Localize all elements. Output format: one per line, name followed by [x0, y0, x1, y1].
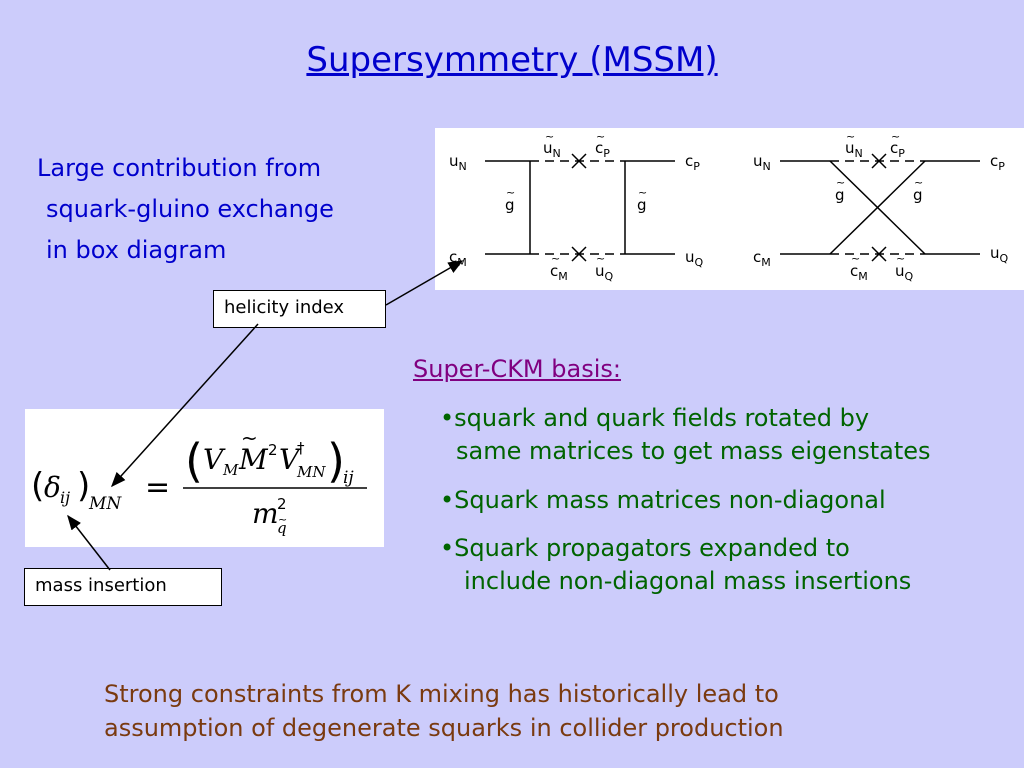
box-diagram-panel: uN cP cM uQ uN cP cM uQ g g uN cP cM uQ …	[435, 128, 1024, 290]
label-squark-u-N: uN	[543, 139, 561, 160]
svg-text:ij: ij	[60, 488, 70, 507]
svg-text:~: ~	[836, 176, 845, 189]
bullet-item: •squark and quark fields rotated by same…	[440, 404, 931, 465]
svg-text:~: ~	[638, 186, 647, 199]
arrow-helicity-to-diagram	[385, 260, 464, 306]
intro-line: in box diagram	[46, 236, 227, 264]
label-squark-c-P: cP	[595, 139, 610, 160]
label-u-Q: uQ	[990, 244, 1009, 265]
svg-text:~: ~	[891, 130, 900, 143]
arrow-helicity-to-formula	[110, 323, 259, 488]
label-c-P: cP	[990, 152, 1005, 173]
label-gluino: g	[835, 186, 845, 204]
mass-insertion-formula: ( δ ij ) MN = ( V M M ~ 2 V † MN ) ij m …	[25, 409, 384, 547]
intro-line: squark-gluino exchange	[46, 195, 334, 223]
svg-text:~: ~	[545, 130, 554, 143]
svg-text:): )	[77, 466, 90, 506]
svg-text:δ: δ	[44, 471, 61, 504]
svg-text:V: V	[203, 443, 226, 476]
footer-line: assumption of degenerate squarks in coll…	[104, 714, 784, 742]
svg-text:ij: ij	[343, 468, 354, 488]
label-squark-u-Q: uQ	[895, 262, 914, 283]
label-squark-c-M: cM	[550, 262, 568, 283]
label-u-Q: uQ	[685, 248, 704, 269]
svg-text:~: ~	[506, 186, 515, 199]
svg-text:M: M	[222, 461, 239, 479]
svg-text:~: ~	[846, 130, 855, 143]
svg-text:MN: MN	[88, 494, 122, 514]
svg-text:(: (	[31, 466, 44, 506]
label-gluino: g	[913, 186, 923, 204]
callout-mass-insertion: mass insertion	[24, 568, 222, 606]
svg-text:†: †	[297, 439, 305, 457]
svg-text:~: ~	[896, 252, 905, 265]
arrow-mass-insertion-to-delta	[67, 514, 111, 571]
bullet-dot: •	[440, 534, 455, 562]
bullet-dot: •	[440, 404, 455, 432]
svg-text:2: 2	[268, 441, 278, 459]
intro-line: Large contribution from	[37, 154, 322, 182]
svg-text:): )	[327, 434, 345, 488]
label-c-M: cM	[753, 248, 771, 269]
svg-text:V: V	[279, 443, 302, 476]
label-c-P: cP	[685, 152, 700, 173]
bullet-item: •Squark propagators expanded to include …	[440, 534, 912, 595]
label-gluino: g	[637, 196, 647, 214]
callout-helicity-index: helicity index	[213, 290, 386, 328]
label-squark-c-M: cM	[850, 262, 868, 283]
footer-line: Strong constraints from K mixing has his…	[104, 680, 779, 708]
label-squark-c-P: cP	[890, 139, 905, 160]
svg-text:(: (	[185, 434, 203, 488]
tilde-marks: ~ ~ ~ ~ ~ ~ ~ ~ ~ ~ ~ ~	[506, 130, 923, 265]
bullet-item: •Squark mass matrices non-diagonal	[440, 486, 886, 514]
svg-text:~: ~	[914, 176, 923, 189]
bullet-dot: •	[440, 486, 455, 514]
footer-note: Strong constraints from K mixing has his…	[104, 677, 784, 745]
svg-text:q: q	[277, 519, 287, 537]
svg-text:M: M	[238, 443, 269, 476]
svg-text:m: m	[252, 497, 279, 530]
intro-text: Large contribution from squark-gluino ex…	[37, 148, 334, 271]
label-squark-u-N: uN	[845, 139, 863, 160]
svg-text:2: 2	[277, 495, 287, 513]
label-gluino: g	[505, 196, 515, 214]
svg-text:~: ~	[851, 252, 860, 265]
svg-text:=: =	[145, 470, 170, 505]
svg-text:~: ~	[596, 130, 605, 143]
svg-text:~: ~	[241, 426, 258, 450]
svg-text:MN: MN	[296, 463, 326, 481]
svg-text:~: ~	[278, 513, 287, 526]
label-u-N: uN	[753, 152, 771, 173]
label-u-N: uN	[449, 152, 467, 173]
formula: ( δ ij ) MN = ( V M M ~ 2 V † MN ) ij m …	[31, 426, 367, 537]
super-ckm-heading: Super-CKM basis:	[413, 355, 621, 383]
page-title: Supersymmetry (MSSM)	[306, 40, 718, 80]
svg-text:~: ~	[551, 252, 560, 265]
label-squark-u-Q: uQ	[595, 262, 614, 283]
svg-text:~: ~	[596, 252, 605, 265]
